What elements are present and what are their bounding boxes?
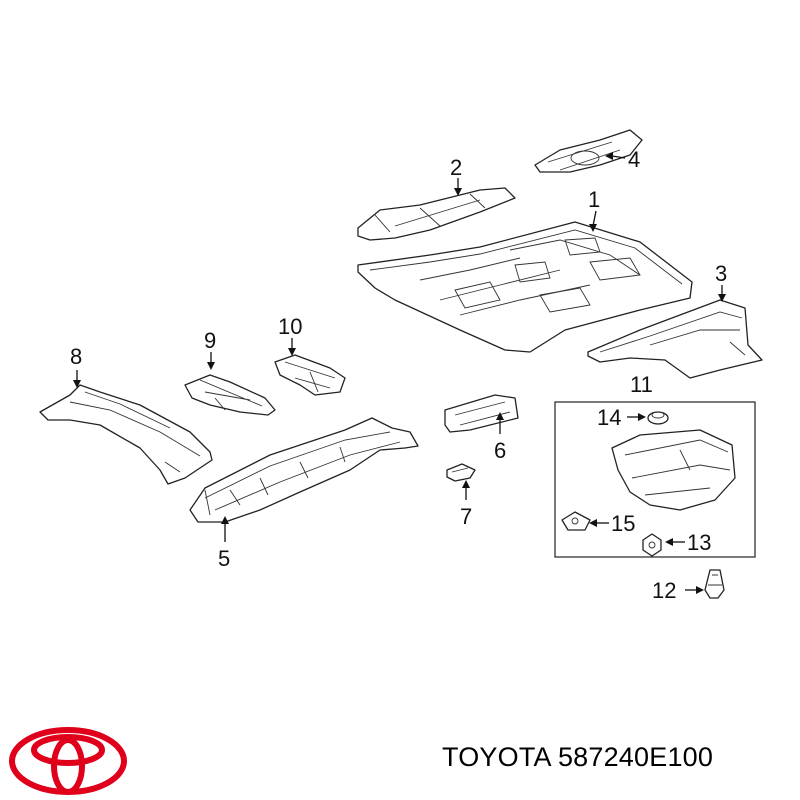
callout-10: 10 [278, 314, 302, 339]
callout-6: 6 [494, 438, 506, 463]
callout-11: 11 [630, 372, 653, 397]
leader-lines [73, 152, 726, 594]
callout-3: 3 [715, 261, 727, 286]
callout-8: 8 [70, 344, 82, 369]
callout-14: 14 [597, 405, 621, 430]
footer-caption: TOYOTA 587240E100 [442, 742, 713, 773]
part-8-rocker-extension [39, 384, 213, 485]
toyota-logo-icon [9, 727, 127, 795]
part-11-under-cover [611, 429, 736, 511]
part-1-rear-floor-pan [357, 221, 693, 353]
part-11-assembly-frame [554, 401, 756, 558]
part-12-clip-fastener [704, 569, 725, 599]
callout-4: 4 [628, 147, 640, 172]
parts-diagram: 1 2 3 4 5 6 7 8 9 10 11 12 13 14 15 [39, 129, 763, 603]
part-2-floor-side-member [357, 187, 516, 241]
part-9-crossmember [184, 374, 276, 416]
callout-12: 12 [652, 578, 676, 603]
part-6-bracket [444, 394, 519, 433]
part-14-grommet [647, 411, 669, 425]
part-3-rear-floor-extension [587, 299, 763, 379]
part-13-nut [642, 533, 662, 557]
callout-1: 1 [588, 187, 600, 212]
callout-13: 13 [687, 530, 711, 555]
part-15-clip [561, 511, 591, 531]
callout-9: 9 [204, 328, 216, 353]
part-10-crossmember [274, 354, 346, 396]
callout-7: 7 [460, 504, 472, 529]
callout-5: 5 [218, 546, 230, 571]
callout-2: 2 [450, 155, 462, 180]
part-number: 587240E100 [557, 742, 714, 772]
brand-name: TOYOTA [442, 742, 551, 772]
part-5-rear-side-member [189, 417, 419, 523]
callout-15: 15 [611, 511, 635, 536]
part-7-small-bracket [446, 463, 476, 482]
part-4-pan-reinforcement [534, 129, 643, 173]
